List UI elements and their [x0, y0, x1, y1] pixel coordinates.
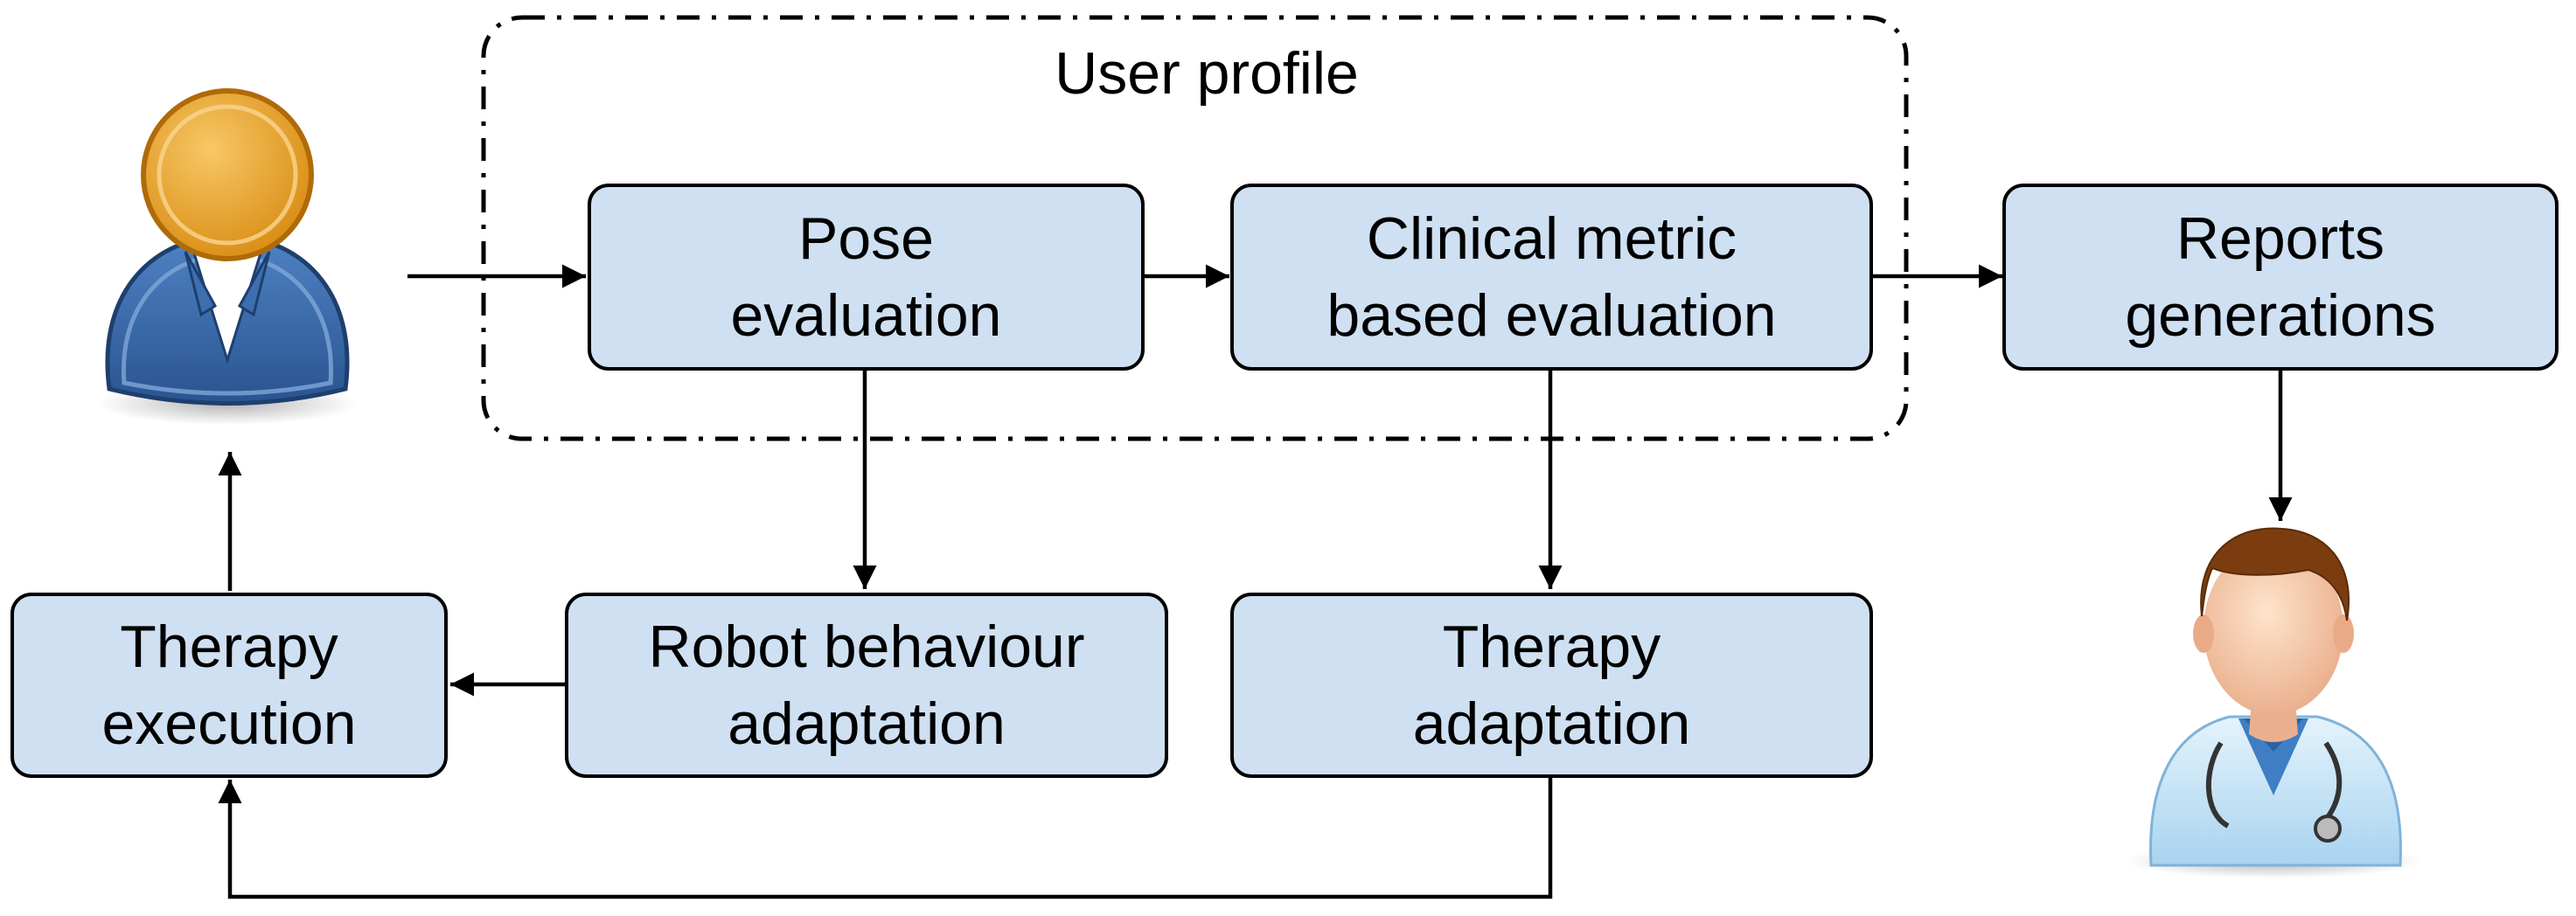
user-icon: [96, 88, 359, 425]
clinical-metric-line1: Clinical metric: [1366, 205, 1737, 272]
arrow-therapy-adaptation-to-execution: [218, 777, 1553, 899]
therapy-adaptation-line1: Therapy: [1442, 614, 1661, 680]
robot-behaviour-box: Robot behaviour adaptation: [565, 593, 1168, 778]
clinical-metric-box: Clinical metric based evaluation: [1230, 184, 1873, 371]
therapy-execution-box: Therapy execution: [10, 593, 448, 778]
user-profile-group-border: [481, 15, 1909, 441]
doctor-icon: [2125, 527, 2422, 878]
reports-generations-line2: generations: [2125, 282, 2436, 349]
therapy-execution-line2: execution: [101, 690, 357, 757]
robot-behaviour-line1: Robot behaviour: [648, 614, 1085, 680]
therapy-execution-line1: Therapy: [120, 614, 338, 680]
therapy-adaptation-box: Therapy adaptation: [1230, 593, 1873, 778]
therapy-adaptation-line2: adaptation: [1412, 690, 1691, 757]
reports-generations-box: Reports generations: [2002, 184, 2559, 371]
pose-evaluation-line2: evaluation: [730, 282, 1002, 349]
robot-behaviour-line2: adaptation: [728, 690, 1006, 757]
user-profile-label: User profile: [1055, 40, 1359, 107]
clinical-metric-line2: based evaluation: [1326, 282, 1777, 349]
pose-evaluation-line1: Pose: [798, 205, 934, 272]
pose-evaluation-box: Pose evaluation: [588, 184, 1145, 371]
reports-generations-line1: Reports: [2176, 205, 2385, 272]
